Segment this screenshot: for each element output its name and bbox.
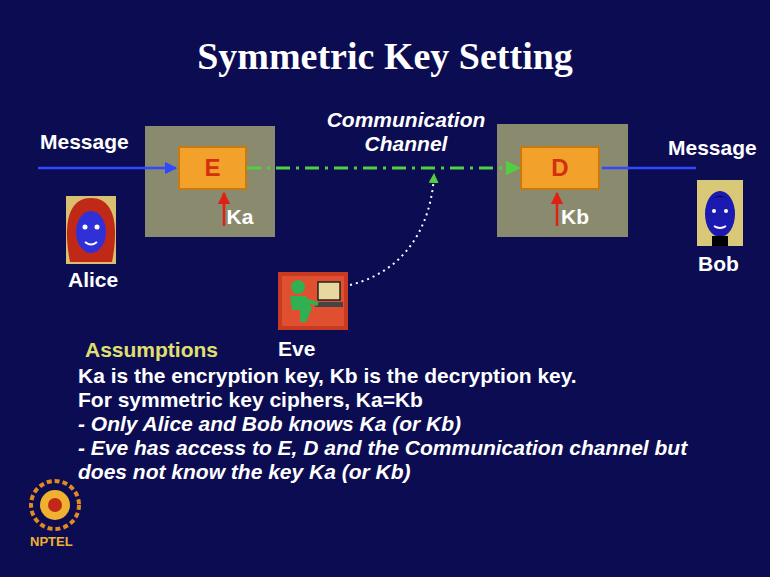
cipher-unit-box: Ka E [145,126,275,237]
nptel-logo [31,481,79,529]
key-arrow [556,193,559,226]
person-name: Bob [698,252,739,276]
eavesdrop-line [350,174,434,285]
function-letter: D [551,154,568,182]
function-letter: E [204,154,220,182]
assumption-line: - Eve has access to E, D and the Communi… [78,436,703,484]
assumption-line: For symmetric key ciphers, Ka=Kb [78,388,423,412]
person-name: Alice [68,268,118,292]
channel-connector [247,167,519,170]
slide-title: Symmetric Key Setting [0,34,770,78]
assumption-line: Ka is the encryption key, Kb is the decr… [78,364,577,388]
logo-text: NPTEL [30,534,73,549]
alice-icon [66,196,116,264]
assumption-line: - Only Alice and Bob knows Ka (or Kb) [78,412,461,436]
cipher-unit-box: Kb D [497,124,628,237]
cipher-function-box: E [178,146,247,190]
message-in-arrow [38,167,176,170]
eve-icon [278,272,348,330]
key-label: Kb [561,205,589,229]
channel-label: Communication Channel [300,108,512,156]
message-label: Message [668,136,757,160]
key-label: Ka [227,205,254,229]
cipher-function-box: D [520,146,600,190]
key-arrow [223,193,226,226]
person-name: Eve [278,337,315,361]
message-out-line [602,167,696,170]
bob-icon [697,180,743,246]
section-heading: Assumptions [85,338,218,362]
message-label: Message [40,130,129,154]
